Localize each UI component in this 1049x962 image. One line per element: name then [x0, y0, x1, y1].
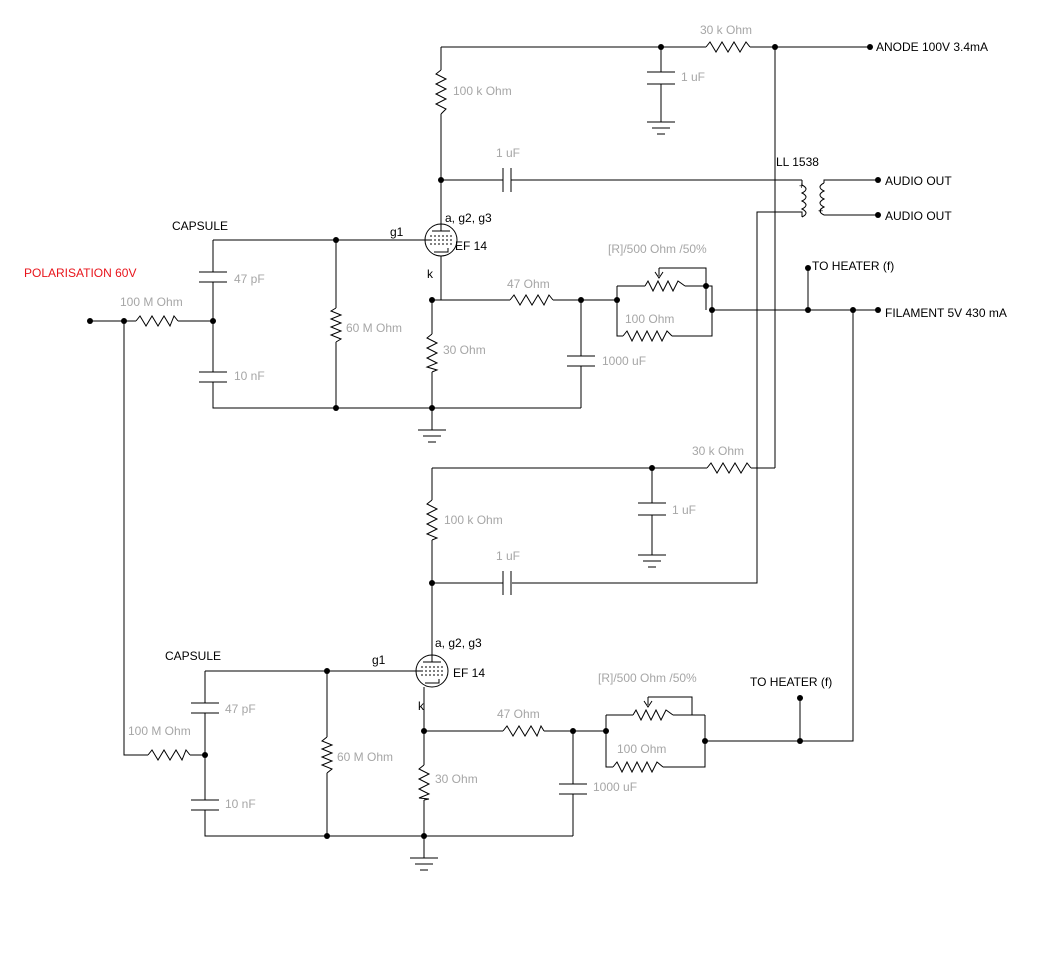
value-c-coupling-1: 1 uF: [496, 146, 520, 160]
ground-symbol-top: [418, 429, 446, 443]
transformer-ll1538: [512, 179, 878, 584]
value-c-cathode-2: 1000 uF: [593, 780, 637, 794]
value-c-capsule-bottom-2: 10 nF: [225, 797, 256, 811]
label-filament: FILAMENT 5V 430 mA: [885, 306, 1007, 320]
value-r-polar-2: 100 M Ohm: [128, 724, 191, 738]
grid-circuit-top: [90, 239, 581, 756]
anode-supply-rail-bottom: [431, 467, 707, 656]
resistor-47-bottom: [502, 724, 545, 738]
value-r-polar-1: 100 M Ohm: [120, 295, 183, 309]
capacitor-1uf-filter-bottom: [638, 502, 666, 516]
resistor-60m-grid-top: [329, 307, 343, 343]
label-tube-2-cathode: k: [418, 699, 425, 713]
resistor-60m-grid-bottom: [320, 736, 334, 774]
label-tube-2-grid: g1: [372, 653, 386, 667]
label-to-heater-1: TO HEATER (f): [812, 259, 894, 273]
tube-ef14-top: [424, 223, 458, 300]
label-transformer-plus-2: +: [818, 206, 823, 216]
coupling-wire-top: [441, 179, 803, 185]
resistor-100m-polar-top: [135, 315, 179, 328]
label-to-heater-2: TO HEATER (f): [750, 675, 832, 689]
grid-circuit-bottom: [190, 670, 573, 858]
value-r-plate-1: 100 k Ohm: [453, 84, 512, 98]
ground-symbol-filter-bottom: [638, 554, 666, 568]
resistor-47-top: [509, 294, 554, 307]
ground-symbol-bottom: [410, 857, 438, 871]
resistor-100k-plate-top: [434, 69, 448, 115]
capacitor-10nf-top: [199, 371, 227, 383]
capacitor-1uf-filter-top: [647, 71, 675, 85]
label-audio-out-1: AUDIO OUT: [885, 174, 952, 188]
value-pot-2: [R]/500 Ohm /50%: [598, 671, 697, 685]
value-r-plate-2: 100 k Ohm: [444, 513, 503, 527]
capacitor-47pf-bottom: [191, 702, 219, 714]
value-r-pot-parallel-1: 100 Ohm: [625, 312, 674, 326]
tube-ef14-bottom: [415, 654, 449, 731]
resistor-100-parallel-top: [622, 329, 673, 343]
value-c-capsule-top-2: 47 pF: [225, 702, 256, 716]
label-capsule-2: CAPSULE: [165, 649, 221, 663]
capacitor-47pf-top: [199, 271, 227, 283]
value-c-anode-filter-2: 1 uF: [672, 503, 696, 517]
value-r-heater-series-1: 47 Ohm: [507, 277, 550, 291]
junction-dots: [87, 44, 881, 839]
resistor-30k-top: [705, 41, 751, 53]
capacitor-1uf-coupling-top: [502, 168, 512, 192]
anode-supply-rail: [440, 46, 870, 469]
value-c-anode-filter-1: 1 uF: [681, 70, 705, 84]
resistor-30k-bottom: [706, 462, 752, 474]
value-r-cathode-1: 30 Ohm: [443, 343, 486, 357]
label-tube-1-grid: g1: [390, 225, 404, 239]
resistor-100m-polar-bottom: [147, 749, 191, 762]
value-c-capsule-top-1: 47 pF: [234, 272, 265, 286]
label-audio-out-2: AUDIO OUT: [885, 209, 952, 223]
resistor-100-parallel-bottom: [612, 760, 664, 774]
capacitor-1uf-coupling-bottom: [502, 571, 512, 595]
label-tube-1-cathode: k: [427, 267, 434, 281]
value-c-coupling-2: 1 uF: [496, 549, 520, 563]
label-polarisation: POLARISATION 60V: [24, 266, 136, 280]
ground-symbol-filter-top: [647, 121, 675, 135]
capacitor-1000uf-bottom: [559, 783, 587, 795]
value-c-cathode-1: 1000 uF: [602, 354, 646, 368]
value-r-anode-series-1: 30 k Ohm: [700, 23, 752, 37]
value-r-grid-1: 60 M Ohm: [346, 321, 402, 335]
label-tube-1-electrodes: a, g2, g3: [445, 211, 492, 225]
label-transformer-plus-1: +: [799, 181, 804, 191]
value-c-capsule-bottom-1: 10 nF: [234, 369, 265, 383]
value-r-grid-2: 60 M Ohm: [337, 750, 393, 764]
value-r-heater-series-2: 47 Ohm: [497, 707, 540, 721]
cathode-circuit-bottom: [423, 698, 853, 836]
capacitor-1000uf-top: [567, 355, 595, 367]
value-r-cathode-2: 30 Ohm: [435, 772, 478, 786]
value-r-anode-series-2: 30 k Ohm: [692, 444, 744, 458]
resistor-100k-plate-bottom: [425, 499, 439, 541]
label-tube-2-type: EF 14: [453, 666, 485, 680]
label-transformer: LL 1538: [776, 155, 819, 169]
label-tube-2-electrodes: a, g2, g3: [435, 636, 482, 650]
label-capsule-1: CAPSULE: [172, 219, 228, 233]
potentiometer-500-top: [644, 267, 707, 293]
capacitor-10nf-bottom: [191, 799, 219, 811]
label-anode: ANODE 100V 3.4mA: [876, 40, 988, 54]
label-tube-1-type: EF 14: [455, 239, 487, 253]
value-pot-1: [R]/500 Ohm /50%: [608, 242, 707, 256]
potentiometer-500-bottom: [632, 696, 693, 722]
resistor-30-cathode-top: [425, 333, 439, 373]
value-r-pot-parallel-2: 100 Ohm: [617, 742, 666, 756]
resistor-30-cathode-bottom: [417, 764, 431, 801]
